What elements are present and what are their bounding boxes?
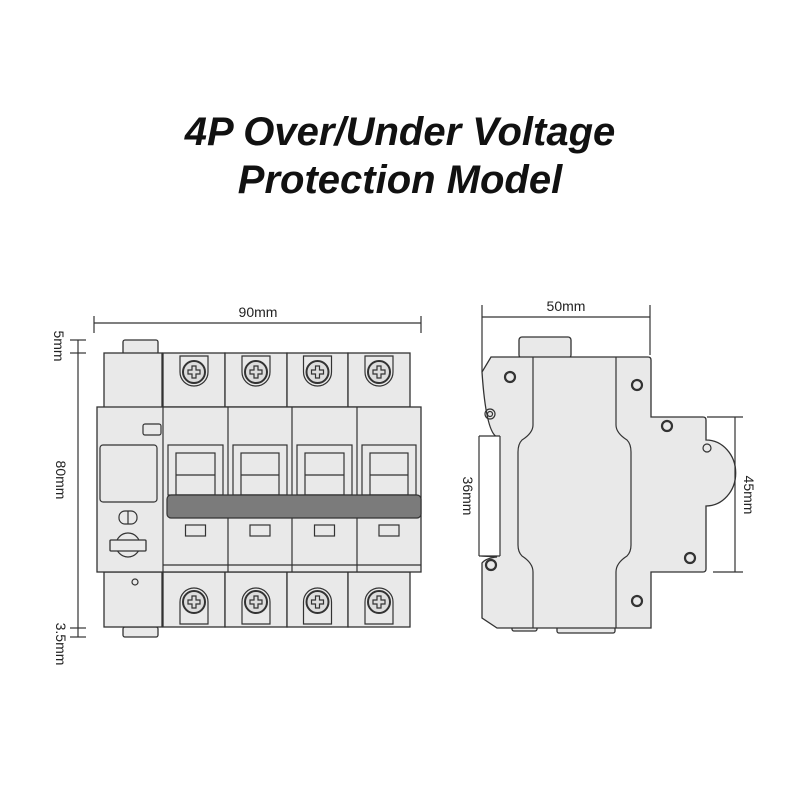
rail-dimension: 36mm: [460, 435, 501, 557]
screw-icon: [244, 360, 268, 384]
status-window: [184, 524, 207, 537]
screw-icon: [182, 590, 206, 614]
terminal-top-3: [286, 352, 349, 408]
screw-icon: [244, 590, 268, 614]
depth-dimension: 50mm: [481, 298, 651, 372]
status-window: [313, 524, 336, 537]
screw-icon: [182, 360, 206, 384]
screw-icon: [367, 360, 391, 384]
width-label: 90mm: [239, 304, 278, 320]
diagram-title: 4P Over/Under Voltage Protection Model: [0, 108, 800, 204]
top-offset-label: 5mm: [51, 330, 67, 361]
width-dimension: 90mm: [93, 304, 422, 333]
status-window: [249, 524, 271, 537]
status-window: [378, 524, 400, 537]
depth-label: 50mm: [547, 298, 586, 314]
front-height-dimension: 45mm: [707, 416, 757, 573]
terminal-bottom-3: [286, 571, 349, 628]
terminal-top-2: [224, 352, 288, 408]
rivet-icon: [660, 419, 674, 433]
height-label: 80mm: [53, 461, 69, 500]
bottom-offset-label: 3.5mm: [53, 623, 69, 666]
side-view: 50mm 36mm 45mm: [460, 298, 757, 634]
terminal-bottom-1: [162, 571, 226, 628]
rivet-icon: [484, 558, 498, 572]
rivet-icon: [683, 551, 697, 565]
front-view: 90mm 5mm 80mm 3.5mm: [51, 304, 422, 665]
rivet-icon: [630, 594, 644, 608]
handle-tie-bar: [166, 494, 422, 519]
front-height-label: 45mm: [741, 476, 757, 515]
title-line-1: 4P Over/Under Voltage: [184, 110, 616, 154]
display-window: [99, 444, 158, 503]
indicator-slot: [142, 423, 162, 436]
terminal-top-1: [162, 352, 226, 408]
rivet-icon: [503, 370, 517, 384]
terminal-bottom-2: [224, 571, 288, 628]
screw-icon: [367, 590, 391, 614]
rivet-icon: [630, 378, 644, 392]
terminal-bottom-4: [347, 571, 411, 628]
pole-handle-2[interactable]: [232, 444, 288, 537]
title-line-2: Protection Model: [237, 158, 563, 202]
screw-icon: [305, 360, 330, 384]
rail-label: 36mm: [460, 477, 476, 516]
terminal-top-4: [347, 352, 411, 408]
screw-icon: [305, 590, 330, 614]
height-dimension: 5mm 80mm 3.5mm: [51, 330, 86, 665]
